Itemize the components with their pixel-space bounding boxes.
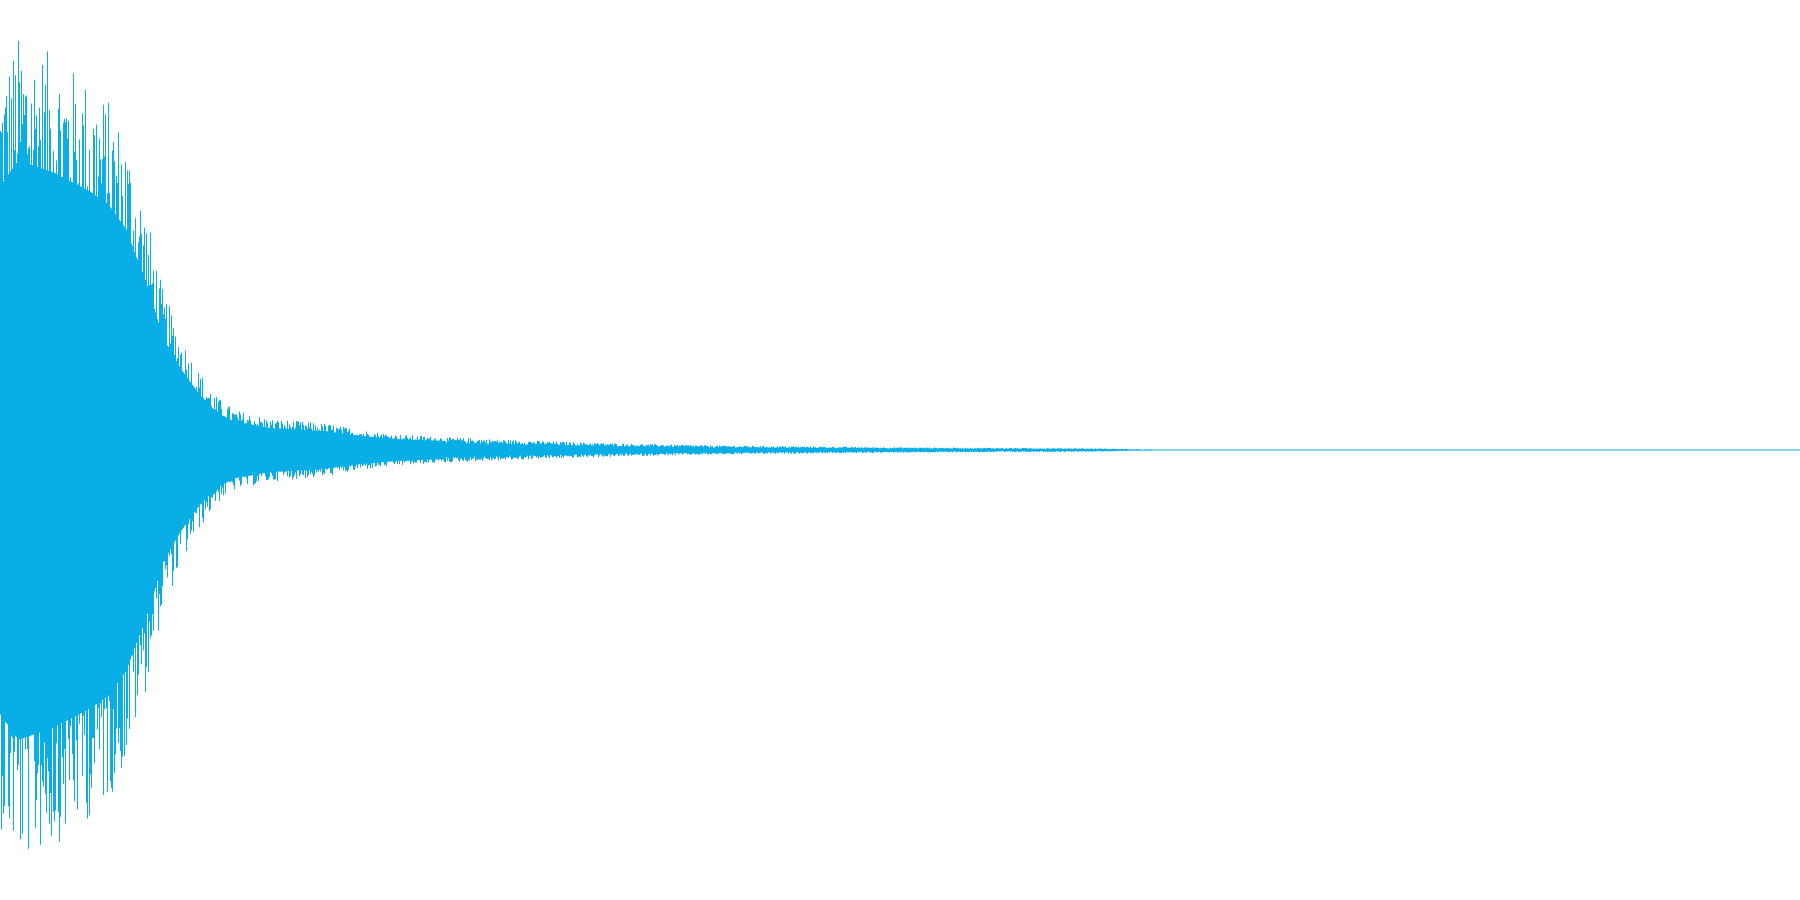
waveform-core bbox=[0, 160, 446, 740]
waveform-layer bbox=[0, 41, 1800, 849]
